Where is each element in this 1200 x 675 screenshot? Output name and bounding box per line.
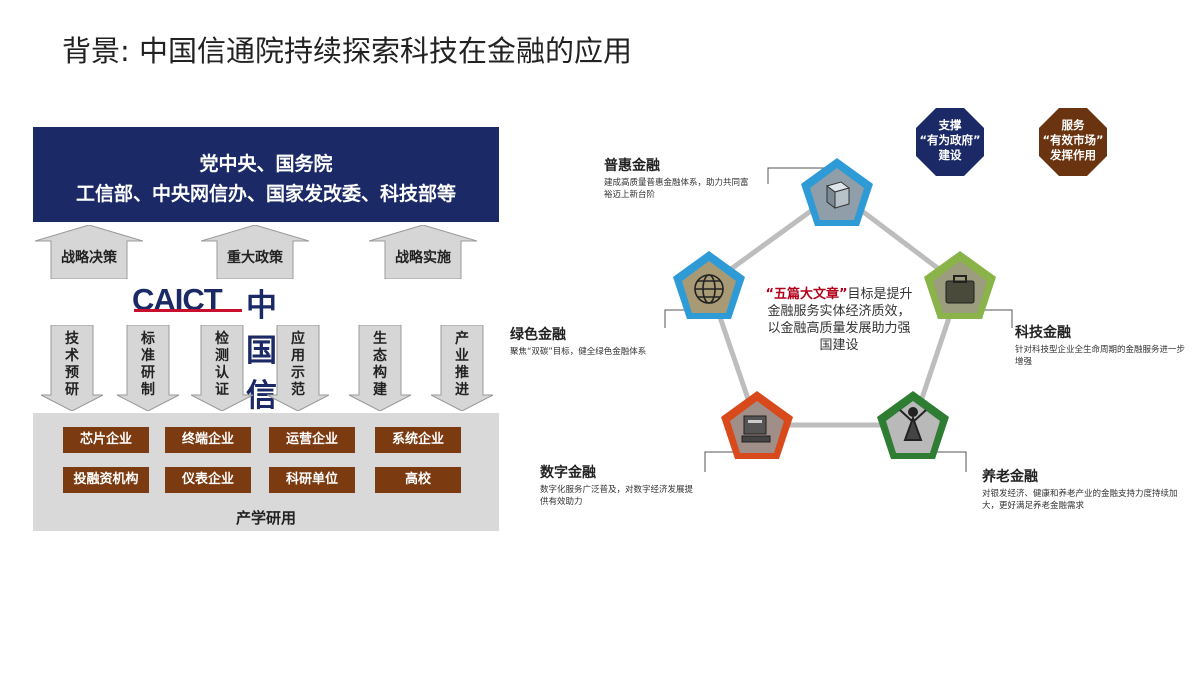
label-green-desc: 聚焦“双碳”目标，健全绿色金融体系 — [510, 347, 647, 357]
up-arrow-label: 战略实施 — [395, 250, 451, 266]
caict-structure-panel: 党中央、国务院 工信部、中央网信办、国家发改委、科技部等 战略决策 重大政策 战… — [33, 127, 499, 531]
serve-market-text: 服务 “有效市场” 发挥作用 — [1035, 118, 1111, 163]
label-tech-desc: 针对科技型企业全生命周期的金融服务进一步增强 — [1015, 345, 1186, 367]
computer-icon — [741, 415, 771, 443]
label-green-title: 绿色金融 — [510, 327, 566, 343]
diagram-graphics — [664, 108, 1107, 472]
support-gov-line2: “有为政府” — [919, 133, 981, 147]
serve-market-line2: “有效市场” — [1042, 133, 1104, 147]
up-arrow-strategy-decision: 战略决策 — [34, 224, 144, 280]
down-arrow-6: 产 业 推 进 — [430, 324, 494, 412]
support-gov-line1: 支撑 — [938, 118, 962, 132]
down-arrow-shape — [266, 324, 330, 412]
node-inclusive — [801, 158, 873, 226]
up-arrow-label: 重大政策 — [227, 250, 283, 266]
support-gov-line3: 建设 — [938, 148, 962, 162]
node-elderly — [877, 391, 949, 459]
down-arrow-2: 标 准 研 制 — [116, 324, 180, 412]
down-arrow-label: 技 术 预 研 — [65, 331, 79, 398]
node-tech — [924, 251, 996, 319]
top-banner: 党中央、国务院 工信部、中央网信办、国家发改委、科技部等 — [33, 127, 499, 222]
down-arrow-4: 应 用 示 范 — [266, 324, 330, 412]
briefcase-icon — [945, 275, 975, 304]
support-gov-text: 支撑 “有为政府” 建设 — [916, 118, 984, 163]
label-inclusive-desc: 建成高质量普惠金融体系，助力共同富裕迈上新台阶 — [604, 178, 749, 200]
banner-line-2: 工信部、中央网信办、国家发改委、科技部等 — [75, 183, 456, 205]
down-arrow-shape — [40, 324, 104, 412]
box-investment-institution: 投融资机构 — [63, 467, 149, 493]
person-icon — [899, 407, 927, 441]
page-title: 背景: 中国信通院持续探索科技在金融的应用 — [62, 34, 632, 68]
logo-underline — [134, 309, 242, 312]
down-arrow-label: 生 态 构 建 — [373, 331, 387, 398]
center-rest: 目标是提升金融服务实体经济质效，以金融高质量发展助力强国建设 — [767, 287, 913, 353]
down-arrow-shape — [348, 324, 412, 412]
box-instrument-enterprise: 仪表企业 — [165, 467, 251, 493]
down-arrow-1: 技 术 预 研 — [40, 324, 104, 412]
label-inclusive-title: 普惠金融 — [604, 158, 660, 174]
label-digital: 数字金融 数字化服务广泛普及，对数字经济发展提供有效助力 — [540, 462, 695, 508]
label-green: 绿色金融 聚焦“双碳”目标，健全绿色金融体系 — [510, 324, 660, 358]
down-arrow-shape — [190, 324, 254, 412]
down-arrow-label: 检 测 认 证 — [215, 331, 229, 398]
bottom-label: 产学研用 — [235, 509, 296, 527]
cube-icon — [825, 181, 851, 209]
center-highlight: “五篇大文章” — [765, 287, 848, 302]
box-research-unit: 科研单位 — [269, 467, 355, 493]
down-arrow-shape — [430, 324, 494, 412]
label-elderly-title: 养老金融 — [982, 469, 1038, 485]
box-university: 高校 — [375, 467, 461, 493]
pentagon-inner — [682, 261, 736, 313]
label-tech-title: 科技金融 — [1015, 325, 1071, 341]
down-arrow-shape — [116, 324, 180, 412]
down-arrow-label: 应 用 示 范 — [291, 331, 305, 398]
label-inclusive: 普惠金融 建成高质量普惠金融体系，助力共同富裕迈上新台阶 — [604, 155, 754, 201]
up-arrow-label: 战略决策 — [61, 250, 117, 266]
node-digital — [721, 391, 793, 459]
logo-en: CAICT — [132, 282, 223, 317]
down-arrow-5: 生 态 构 建 — [348, 324, 412, 412]
globe-icon — [694, 274, 724, 304]
box-system-enterprise: 系统企业 — [375, 427, 461, 453]
octagon-support-gov — [916, 108, 984, 176]
box-terminal-enterprise: 终端企业 — [165, 427, 251, 453]
label-tech: 科技金融 针对科技型企业全生命周期的金融服务进一步增强 — [1015, 322, 1190, 368]
node-green — [673, 251, 745, 319]
up-arrow-major-policy: 重大政策 — [200, 224, 310, 280]
down-arrow-label: 标 准 研 制 — [141, 331, 155, 398]
serve-market-line1: 服务 — [1061, 118, 1085, 132]
octagon-serve-market — [1039, 108, 1107, 176]
industry-area: 芯片企业 终端企业 运营企业 系统企业 投融资机构 仪表企业 科研单位 高校 产… — [33, 413, 499, 531]
five-articles-diagram: 支撑 “有为政府” 建设 服务 “有效市场” 发挥作用 “五篇大文章”目标是提升… — [500, 100, 1200, 540]
banner-line-1: 党中央、国务院 — [199, 153, 333, 175]
center-text: “五篇大文章”目标是提升金融服务实体经济质效，以金融高质量发展助力强国建设 — [762, 286, 916, 354]
box-chip-enterprise: 芯片企业 — [63, 427, 149, 453]
leader-line-inclusive — [767, 167, 837, 184]
serve-market-line3: 发挥作用 — [1050, 148, 1096, 162]
label-elderly: 养老金融 对银发经济、健康和养老产业的金融支持力度持续加大，更好满足养老金融需求 — [982, 466, 1187, 512]
label-elderly-desc: 对银发经济、健康和养老产业的金融支持力度持续加大，更好满足养老金融需求 — [982, 489, 1178, 511]
up-arrow-strategy-implementation: 战略实施 — [368, 224, 478, 280]
box-operator-enterprise: 运营企业 — [269, 427, 355, 453]
label-digital-title: 数字金融 — [540, 465, 596, 481]
down-arrow-3: 检 测 认 证 — [190, 324, 254, 412]
down-arrow-label: 产 业 推 进 — [455, 331, 469, 398]
label-digital-desc: 数字化服务广泛普及，对数字经济发展提供有效助力 — [540, 485, 694, 507]
